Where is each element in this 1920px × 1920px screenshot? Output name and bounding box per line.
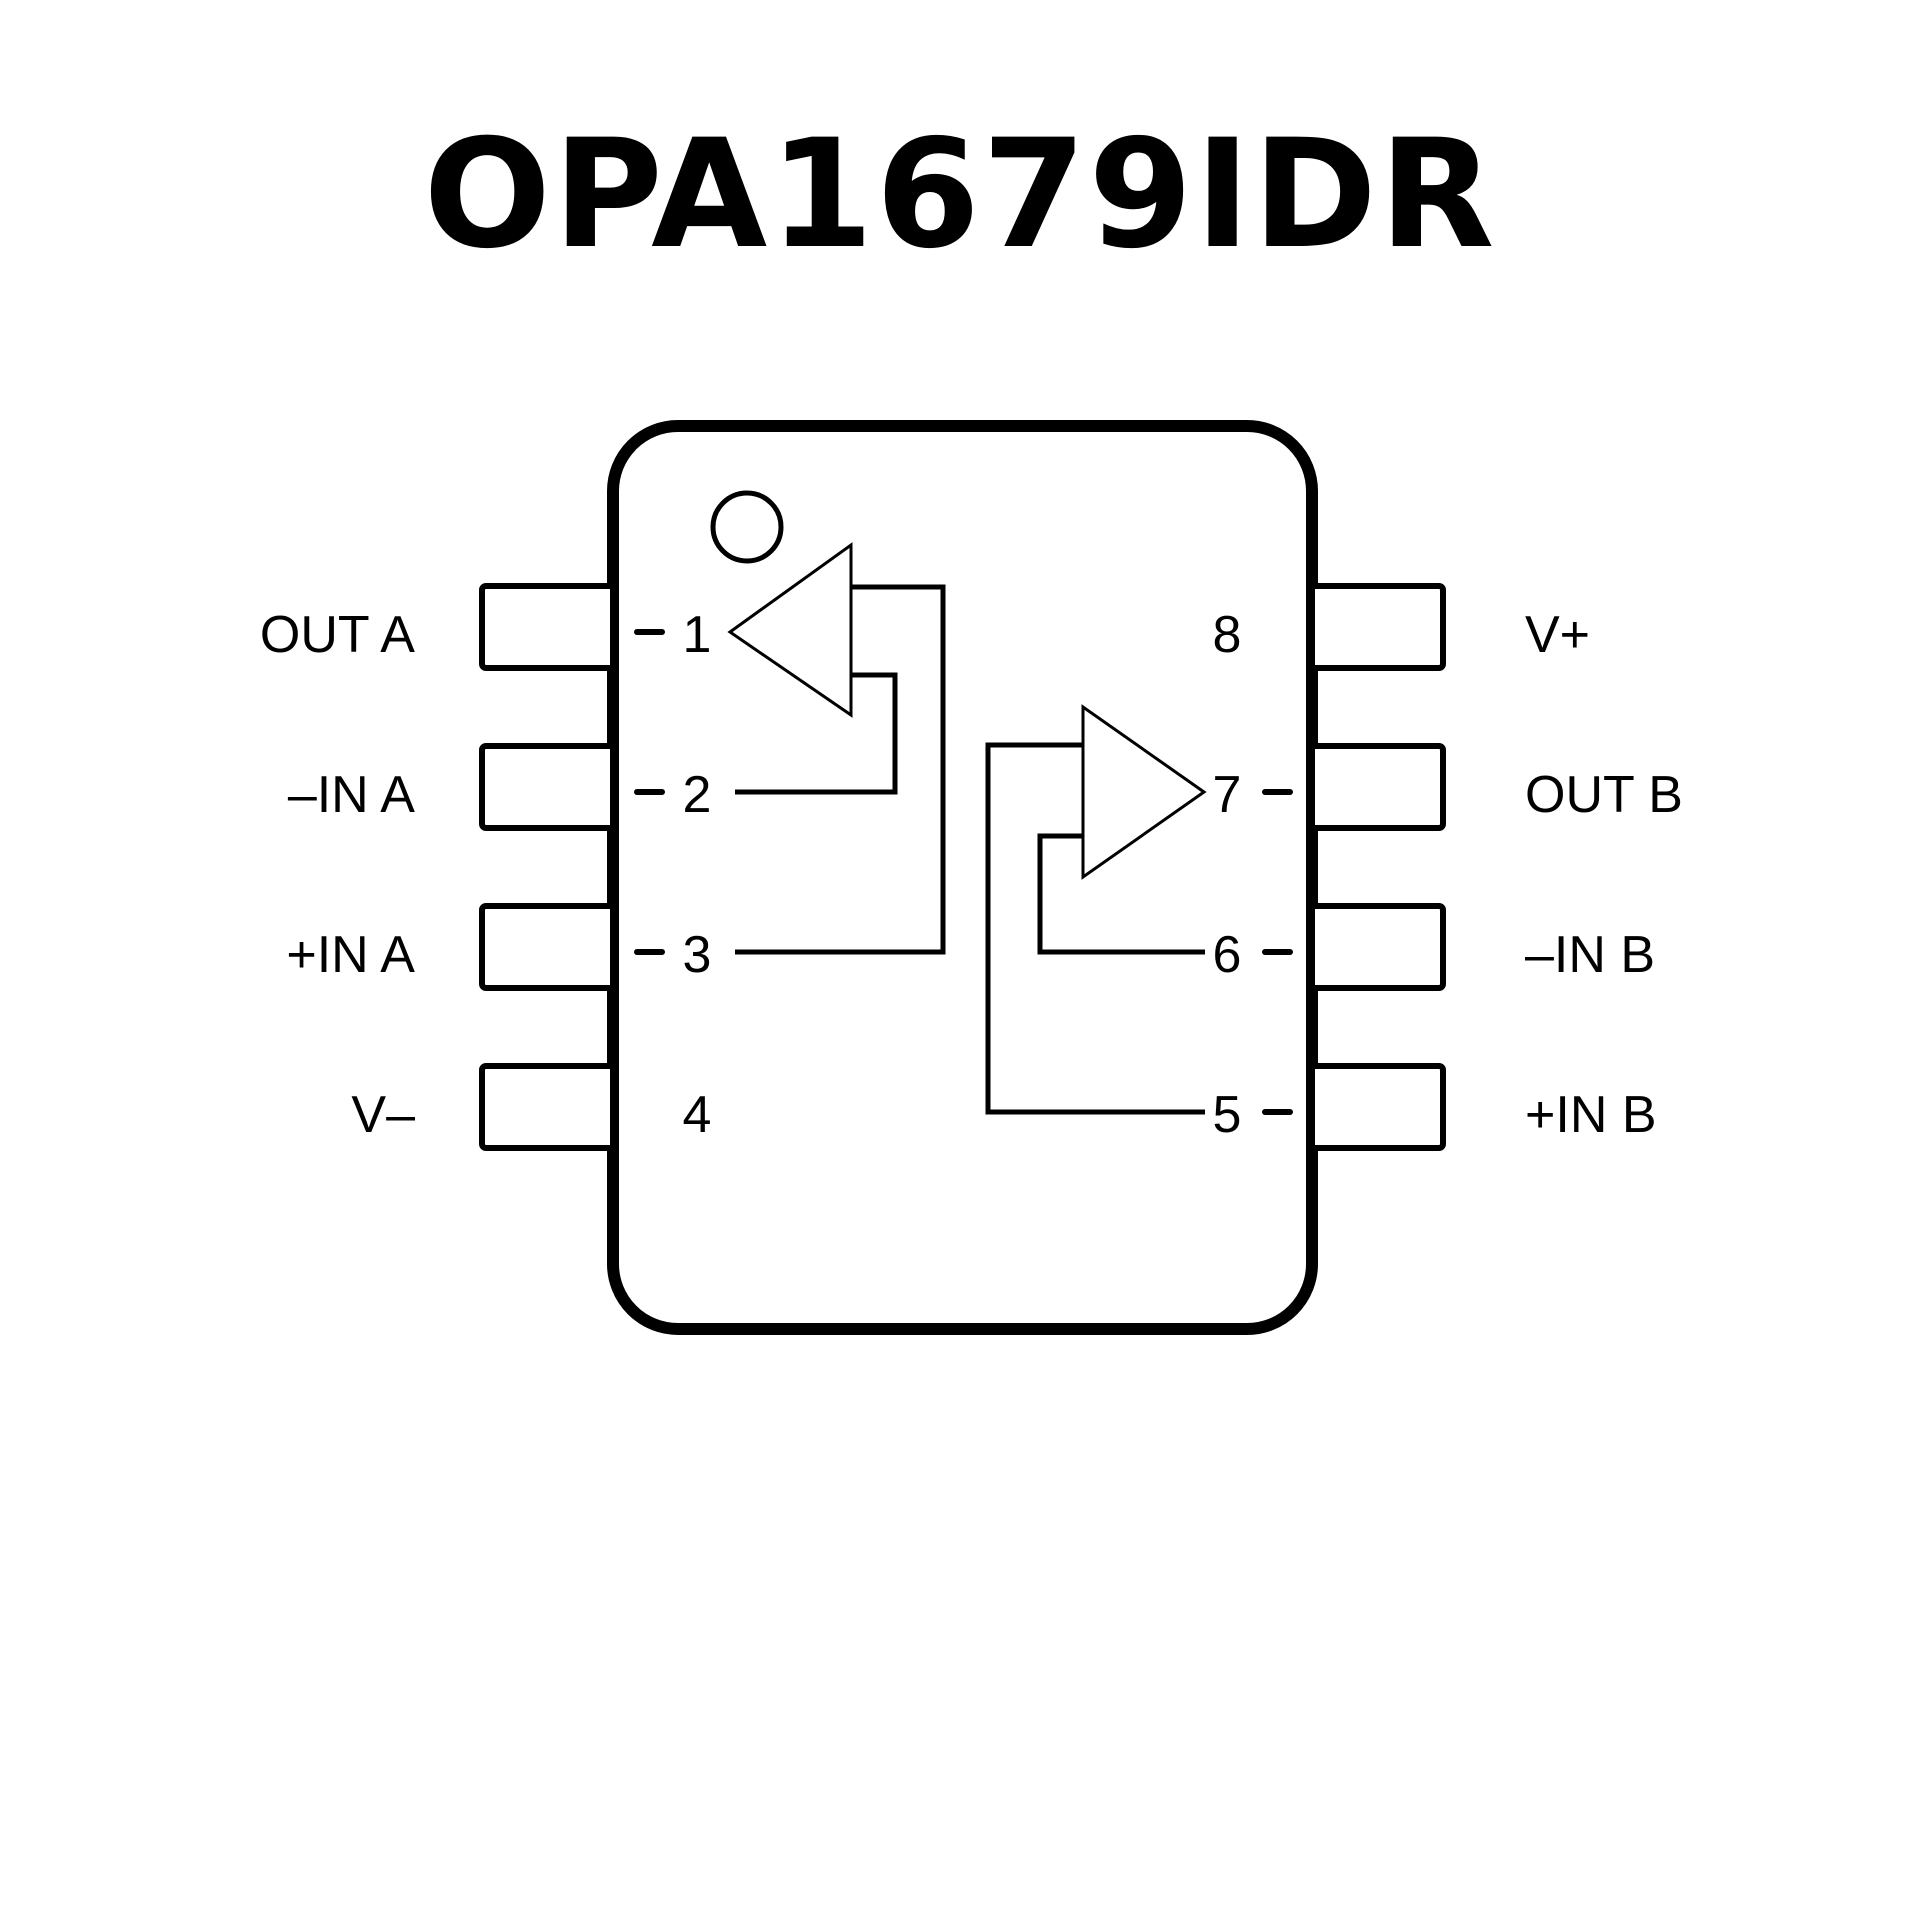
part-number-title: OPA1679IDR [423,108,1497,282]
wire-a-noninverting [735,584,946,955]
pin-name-2: –IN A [288,766,415,824]
pin-name-3: +IN A [286,926,415,984]
pin-number-8: 8 [1213,606,1242,664]
wire-a-inverting [735,672,898,795]
pin-stub-6 [1315,903,1446,991]
pin-number-5: 5 [1213,1086,1242,1144]
pin1-marker-icon [710,490,784,564]
pin-name-1: OUT A [260,606,415,664]
package-body [607,420,1318,1335]
pin-number-2: 2 [683,766,712,824]
pin-number-3: 3 [683,926,712,984]
pin-stub-8 [1315,583,1446,671]
pin-number-1: 1 [683,606,712,664]
pin-stub-7 [1315,743,1446,831]
pin-name-8: V+ [1525,606,1590,664]
pin-number-7: 7 [1213,766,1242,824]
pin-stub-2 [479,743,610,831]
op-amp-b-icon [1081,704,1207,880]
wire-b-noninverting [985,742,1205,1115]
pin-stub-5 [1315,1063,1446,1151]
op-amp-a-icon [727,542,853,718]
pin-stub-1 [479,583,610,671]
pin-name-7: OUT B [1525,766,1683,824]
pin-name-4: V– [351,1086,415,1144]
wire-b-inverting [1037,833,1205,955]
pin-name-6: –IN B [1525,926,1655,984]
pin-number-6: 6 [1213,926,1242,984]
pin-number-4: 4 [683,1086,712,1144]
pin-stub-3 [479,903,610,991]
pin-name-5: +IN B [1525,1086,1657,1144]
pin-stub-4 [479,1063,610,1151]
